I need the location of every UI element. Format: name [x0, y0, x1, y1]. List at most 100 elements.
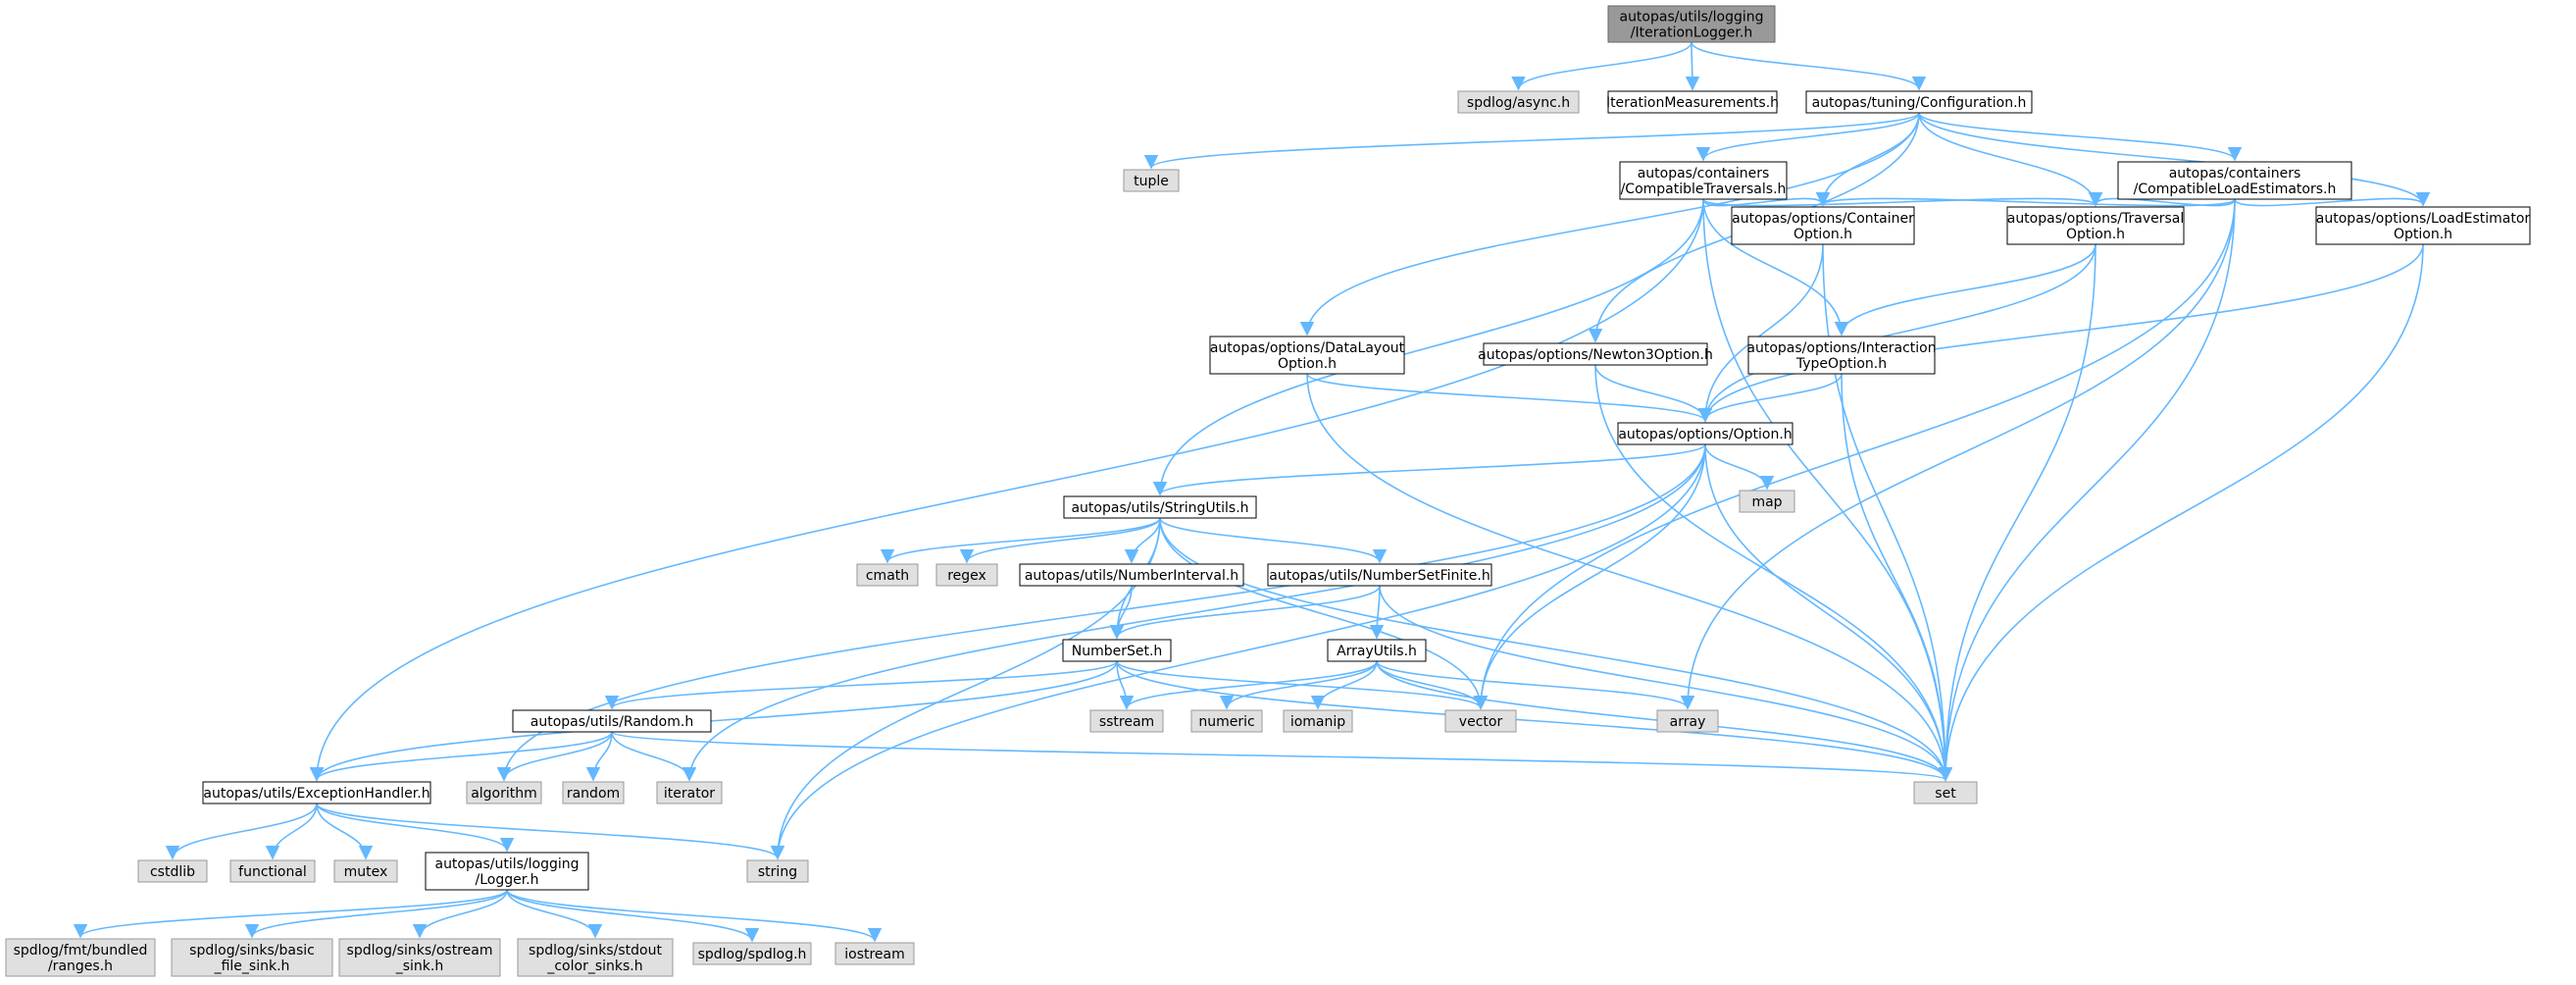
node-itermeas[interactable]: IterationMeasurements.h: [1606, 90, 1779, 114]
node-label-map: map: [1751, 494, 1782, 510]
edge-root-to-config: [1691, 41, 1927, 91]
node-arrayutils[interactable]: ArrayUtils.h: [1327, 639, 1427, 662]
node-box-root: [1607, 5, 1776, 43]
node-stdout_color[interactable]: spdlog/sinks/stdout_color_sinks.h: [517, 938, 674, 977]
node-box-set: [1913, 781, 1978, 804]
node-basic_file[interactable]: spdlog/sinks/basic_file_sink.h: [171, 938, 333, 977]
node-label-stringutils: autopas/utils/StringUtils.h: [1071, 500, 1248, 516]
edge-exception-to-logger: [316, 803, 515, 853]
node-box-iterator: [656, 781, 723, 804]
node-label-basic_file: spdlog/sinks/basic: [189, 943, 315, 959]
edge-exception-to-mutex: [316, 803, 374, 860]
edge-logger-to-spdlog_h: [506, 889, 760, 943]
node-random_h[interactable]: autopas/utils/Random.h: [512, 709, 712, 733]
edge-arrayutils-to-numeric: [1219, 660, 1378, 710]
edge-compat_load-to-traversal_opt: [2088, 191, 2236, 207]
node-label-stdout_color: spdlog/sinks/stdout: [529, 943, 662, 959]
node-box-spdlog_async: [1457, 90, 1580, 114]
node-compat_load[interactable]: autopas/containers/CompatibleLoadEstimat…: [2117, 161, 2352, 200]
node-label-loadest_opt: autopas/options/LoadEstimator: [2316, 211, 2531, 227]
edge-random_h-to-exception: [309, 731, 613, 782]
node-numinterval[interactable]: autopas/utils/NumberInterval.h: [1019, 563, 1244, 587]
node-array[interactable]: array: [1656, 709, 1719, 733]
node-label-itermeas: IterationMeasurements.h: [1606, 95, 1779, 111]
node-label-config: autopas/tuning/Configuration.h: [1812, 95, 2027, 111]
node-algorithm[interactable]: algorithm: [466, 781, 542, 804]
node-label-logger: /Logger.h: [475, 872, 538, 888]
edge-logger-to-iostream: [506, 889, 883, 943]
node-label-fmt_ranges: spdlog/fmt/bundled: [14, 943, 148, 959]
node-box-option: [1617, 422, 1793, 445]
node-tuple[interactable]: tuple: [1123, 169, 1180, 192]
node-label-basic_file: _file_sink.h: [214, 959, 290, 974]
node-stringutils[interactable]: autopas/utils/StringUtils.h: [1063, 495, 1257, 519]
node-random[interactable]: random: [562, 781, 625, 804]
node-option[interactable]: autopas/options/Option.h: [1617, 422, 1793, 445]
node-set[interactable]: set: [1913, 781, 1978, 804]
node-box-numinterval: [1019, 563, 1244, 587]
node-root[interactable]: autopas/utils/logging/IterationLogger.h: [1607, 5, 1776, 43]
node-logger[interactable]: autopas/utils/logging/Logger.h: [425, 852, 589, 891]
edge-numberset-to-random_h: [605, 660, 1118, 710]
node-newton3_opt[interactable]: autopas/options/Newton3Option.h: [1478, 342, 1713, 366]
node-spdlog_h[interactable]: spdlog/spdlog.h: [692, 942, 812, 965]
node-label-tuple: tuple: [1134, 174, 1169, 189]
edge-compat_trav-to-exception: [309, 198, 1704, 782]
node-config[interactable]: autopas/tuning/Configuration.h: [1805, 90, 2033, 114]
edge-random_h-to-random: [585, 731, 613, 782]
node-functional[interactable]: functional: [229, 859, 316, 883]
node-cstdlib[interactable]: cstdlib: [137, 859, 208, 883]
edge-newton3_opt-to-option: [1594, 364, 1713, 423]
edge-option-to-iterator: [682, 443, 1706, 782]
edge-loadest_opt-to-set: [1938, 243, 2424, 782]
edge-arrayutils-to-vector: [1376, 660, 1489, 710]
node-box-config: [1805, 90, 2033, 114]
node-mutex[interactable]: mutex: [333, 859, 398, 883]
edge-config-to-loadest_opt: [1918, 112, 2431, 207]
edge-logger-to-basic_file: [244, 889, 508, 939]
node-map[interactable]: map: [1739, 490, 1795, 513]
node-iterator[interactable]: iterator: [656, 781, 723, 804]
edge-compat_load-to-set: [1938, 198, 2236, 782]
node-numsetfinite[interactable]: autopas/utils/NumberSetFinite.h: [1267, 563, 1492, 587]
node-box-vector: [1444, 709, 1517, 733]
node-label-cmath: cmath: [866, 568, 909, 584]
node-iomanip[interactable]: iomanip: [1283, 709, 1353, 733]
node-spdlog_async[interactable]: spdlog/async.h: [1457, 90, 1580, 114]
edge-stringutils-to-numsetfinite: [1159, 517, 1388, 564]
node-box-algorithm: [466, 781, 542, 804]
node-box-arrayutils: [1327, 639, 1427, 662]
node-numeric[interactable]: numeric: [1190, 709, 1263, 733]
node-label-iostream: iostream: [844, 947, 905, 962]
edge-option-to-set: [1704, 443, 1953, 782]
node-sstream[interactable]: sstream: [1089, 709, 1164, 733]
node-label-compat_trav: /CompatibleTraversals.h: [1621, 181, 1787, 197]
node-numberset[interactable]: NumberSet.h: [1062, 639, 1172, 662]
node-string[interactable]: string: [746, 859, 809, 883]
node-box-interaction_opt: [1747, 336, 1936, 375]
node-cmath[interactable]: cmath: [856, 563, 919, 587]
node-compat_trav[interactable]: autopas/containers/CompatibleTraversals.…: [1619, 161, 1788, 200]
edge-layer: [74, 41, 2431, 943]
node-iostream[interactable]: iostream: [834, 942, 915, 965]
node-label-compat_trav: autopas/containers: [1638, 166, 1770, 181]
node-fmt_ranges[interactable]: spdlog/fmt/bundled/ranges.h: [5, 938, 156, 977]
node-box-stdout_color: [517, 938, 674, 977]
node-ostream_sink[interactable]: spdlog/sinks/ostream_sink.h: [338, 938, 501, 977]
node-label-interaction_opt: autopas/options/Interaction: [1746, 340, 1936, 356]
edge-config-to-tuple: [1144, 112, 1920, 170]
node-box-cmath: [856, 563, 919, 587]
edge-interaction_opt-to-set: [1841, 373, 1953, 782]
edge-arrayutils-to-sstream: [1119, 660, 1378, 710]
node-vector[interactable]: vector: [1444, 709, 1517, 733]
node-exception[interactable]: autopas/utils/ExceptionHandler.h: [202, 781, 431, 804]
node-regex[interactable]: regex: [935, 563, 998, 587]
edge-numberset-to-set: [1116, 660, 1953, 782]
node-label-iomanip: iomanip: [1290, 714, 1345, 730]
node-box-mutex: [333, 859, 398, 883]
